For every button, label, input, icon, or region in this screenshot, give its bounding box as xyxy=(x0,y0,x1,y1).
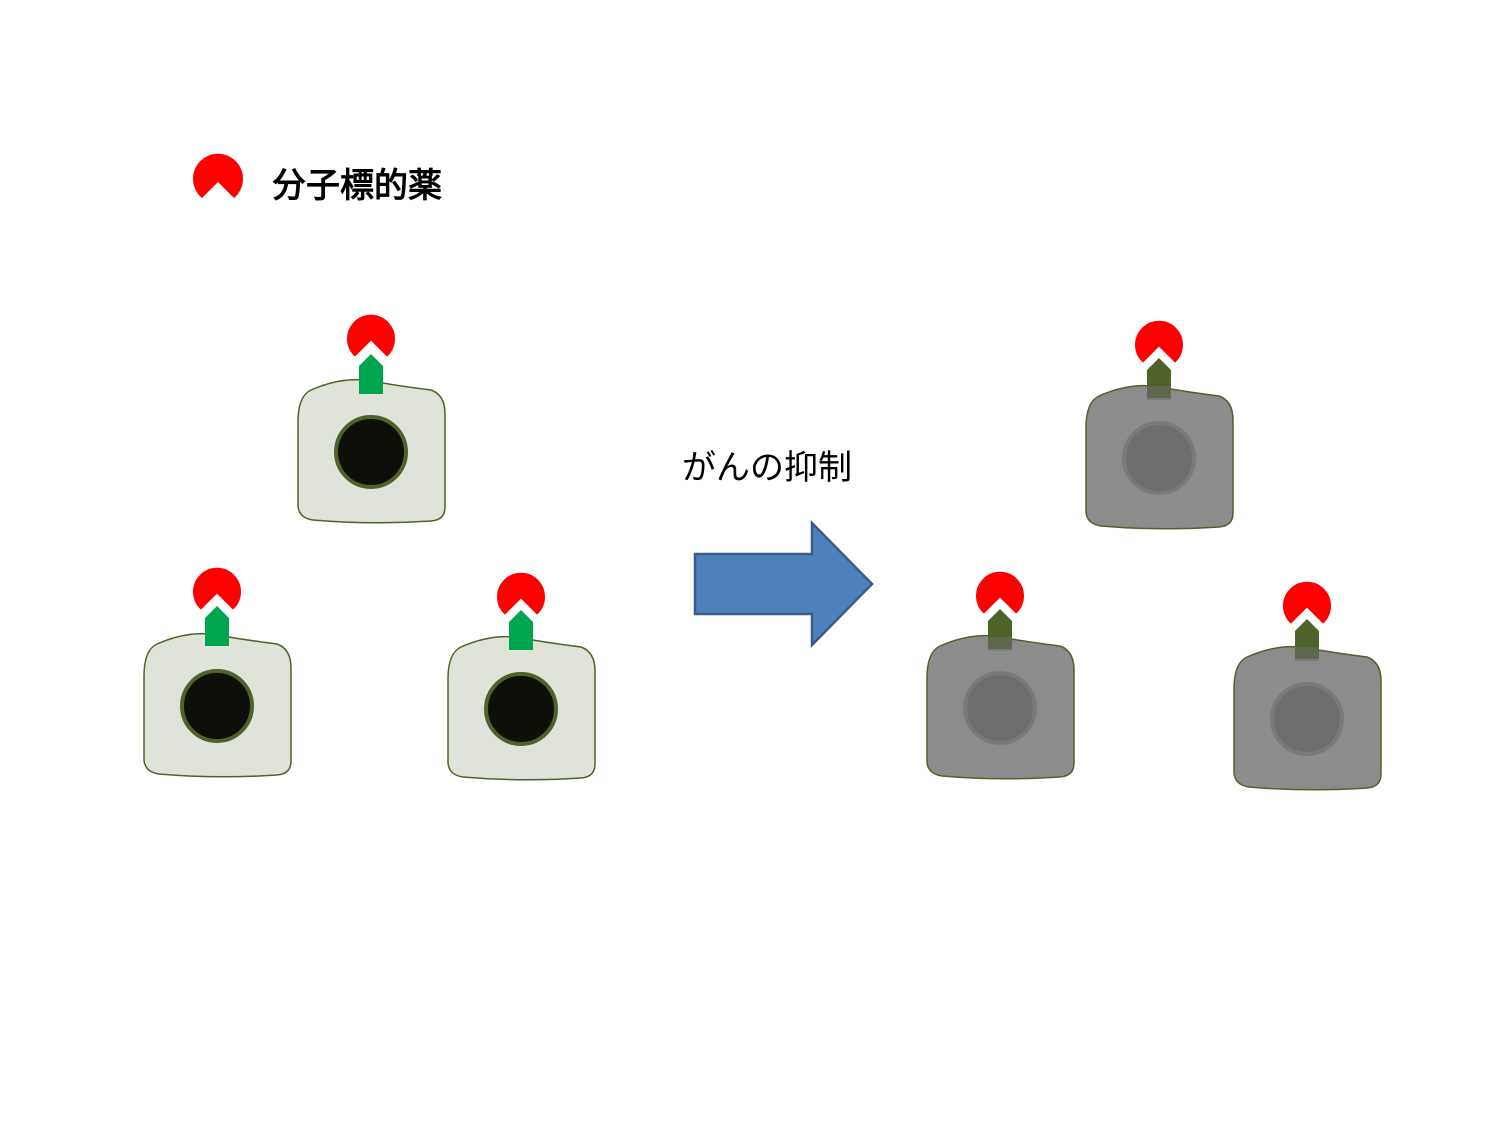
inhibited-cell-bottom-right xyxy=(1233,579,1382,791)
drug-icon xyxy=(191,565,243,612)
cancer-cell-top xyxy=(297,312,446,524)
cell-nucleus xyxy=(334,415,408,489)
inhibited-cell-bottom-left xyxy=(926,569,1075,780)
cell-nucleus xyxy=(180,669,254,743)
cell-nucleus xyxy=(963,671,1037,745)
drug-legend-icon xyxy=(193,153,243,198)
drug-icon xyxy=(1281,579,1333,626)
legend xyxy=(193,153,243,198)
cancer-cell-bottom-left xyxy=(143,565,292,778)
receptor-shadow xyxy=(1295,647,1319,661)
receptor-shadow xyxy=(988,637,1012,651)
receptor-icon xyxy=(205,606,229,646)
process-label: がんの抑制 xyxy=(682,448,852,488)
drug-icon xyxy=(495,570,547,617)
cell-nucleus xyxy=(484,672,558,746)
before-group xyxy=(143,312,596,781)
cancer-cell-bottom-right xyxy=(447,570,596,781)
inhibited-cell-top xyxy=(1085,318,1234,530)
legend-label: 分子標的薬 xyxy=(272,166,442,206)
process-arrow xyxy=(693,519,874,649)
drug-icon xyxy=(974,569,1026,616)
cell-nucleus xyxy=(1122,421,1196,495)
drug-icon xyxy=(1133,318,1185,365)
drug-icon xyxy=(345,312,397,359)
right-arrow-icon xyxy=(693,519,874,649)
receptor-icon xyxy=(359,354,383,394)
receptor-icon xyxy=(509,610,533,650)
cell-nucleus xyxy=(1270,682,1344,756)
receptor-shadow xyxy=(1147,386,1171,400)
after-group xyxy=(926,318,1382,791)
